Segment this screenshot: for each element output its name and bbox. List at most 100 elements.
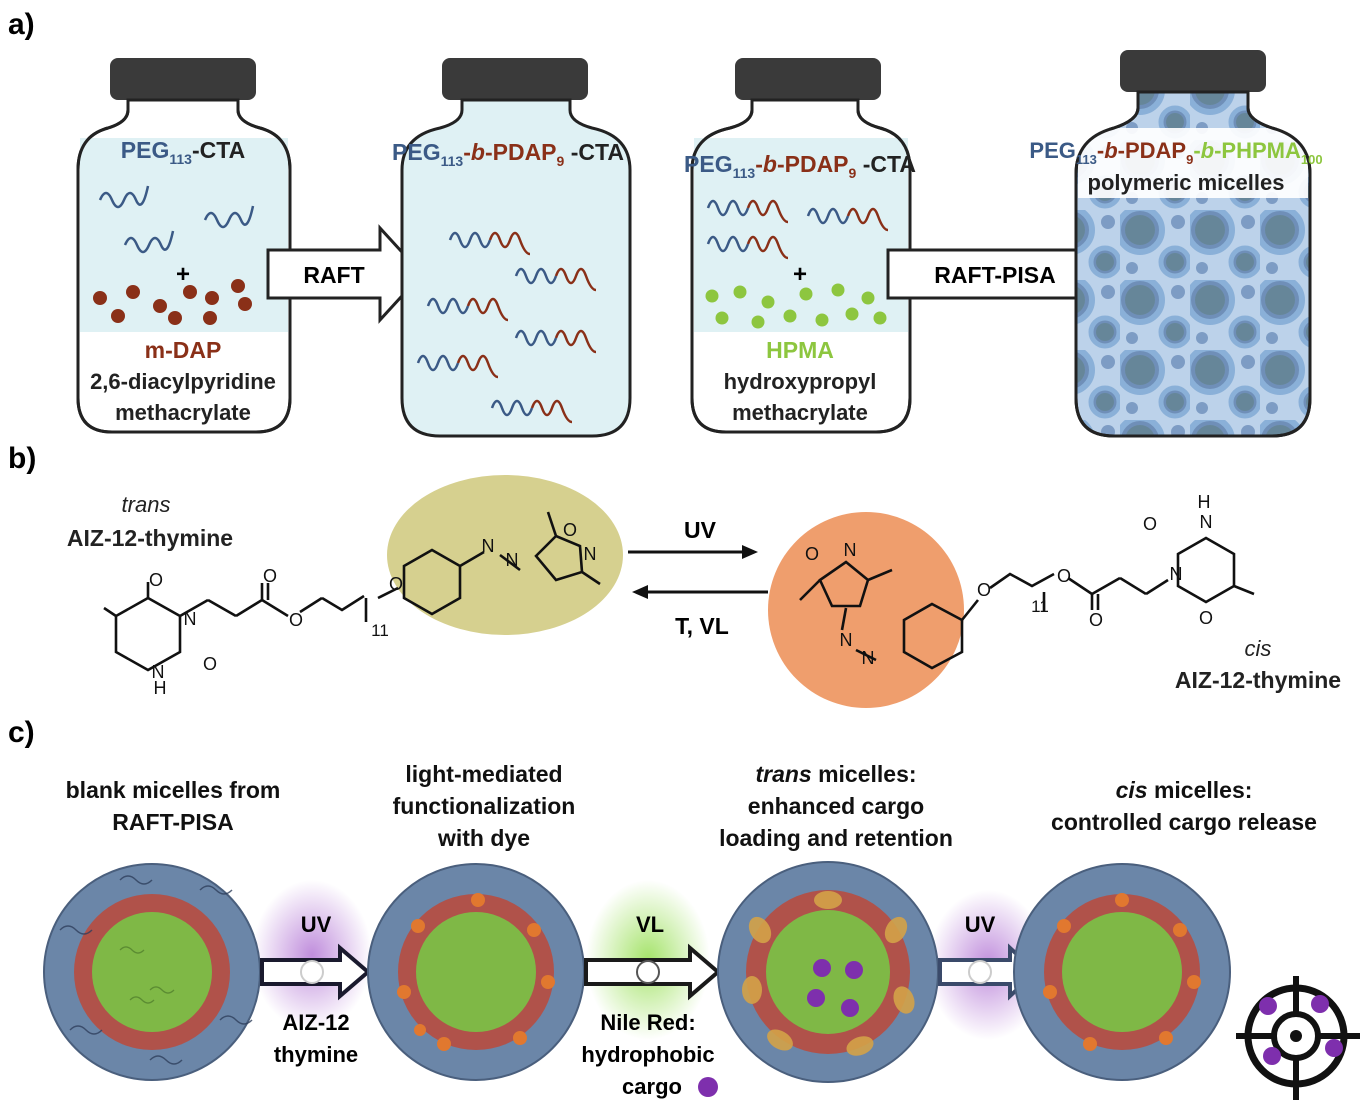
jar4-title: PEG113-b-PDAP9-b-PHPMA100 bbox=[1029, 138, 1322, 167]
jar-solution bbox=[80, 138, 288, 332]
step2-line2: functionalization bbox=[393, 793, 576, 819]
cis-structure bbox=[799, 536, 1255, 670]
arrow2-bottom-line2: hydrophobic bbox=[581, 1042, 714, 1067]
atom-o: O bbox=[563, 520, 577, 540]
arrow-vl-loading: VL Nile Red: hydrophobic cargo bbox=[581, 912, 722, 1099]
atom-o: O bbox=[977, 580, 991, 600]
atom-h: H bbox=[154, 678, 167, 698]
atom-h: H bbox=[1198, 492, 1211, 512]
micelle-trans-loaded bbox=[717, 861, 939, 1083]
atom-n: N bbox=[1170, 564, 1183, 584]
micelle-cis bbox=[1013, 863, 1231, 1081]
atom-n: N bbox=[184, 609, 197, 629]
mdap-monomers bbox=[93, 279, 252, 325]
atom-o: O bbox=[263, 566, 277, 586]
hpma-monomers bbox=[705, 283, 887, 329]
micelle-functionalized bbox=[367, 863, 585, 1081]
mdap-desc-1: 2,6-diacylpyridine bbox=[90, 369, 276, 394]
pdap-chains bbox=[706, 199, 889, 260]
jar-1: PEG113-CTA + m-DAP 2,6-diacylpyridine me… bbox=[76, 58, 292, 434]
plus-sign: + bbox=[793, 261, 807, 288]
step3-line3: loading and retention bbox=[719, 825, 953, 851]
arrow2-bottom-line3: cargo bbox=[622, 1074, 682, 1099]
arrow2-top-label: VL bbox=[636, 912, 664, 937]
raft-pisa-arrow: RAFT-PISA bbox=[886, 224, 1127, 324]
raft-pisa-label: RAFT-PISA bbox=[934, 262, 1055, 288]
atom-o: O bbox=[289, 610, 303, 630]
arrow1-bottom-line1: AIZ-12 bbox=[282, 1010, 349, 1035]
atom-o: O bbox=[1199, 608, 1213, 628]
jar-4: PEG113-b-PDAP9-b-PHPMA100 polymeric mice… bbox=[1029, 50, 1323, 438]
hpma-desc-2: methacrylate bbox=[732, 400, 868, 425]
target-icon bbox=[1236, 976, 1360, 1100]
arrow3-top-label: UV bbox=[965, 912, 996, 937]
cis-label-italic: cis bbox=[1245, 636, 1272, 661]
atom-n: N bbox=[1200, 512, 1213, 532]
step2-line1: light-mediated bbox=[405, 761, 562, 787]
jar-2: PEG113-b-PDAP9 -CTA bbox=[392, 58, 632, 438]
tvl-reverse-label: T, VL bbox=[675, 613, 729, 639]
atom-n: N bbox=[506, 550, 519, 570]
jar2-title: PEG113-b-PDAP9 -CTA bbox=[392, 139, 624, 169]
lightbulb-icon bbox=[300, 960, 324, 984]
jar-cap bbox=[442, 58, 588, 100]
atom-n: N bbox=[482, 536, 495, 556]
atom-n: N bbox=[152, 662, 165, 682]
nile-red-cargo bbox=[807, 959, 863, 1017]
trans-label-italic: trans bbox=[122, 492, 171, 517]
jar-cap bbox=[110, 58, 256, 100]
atom-o: O bbox=[203, 654, 217, 674]
jar-cap bbox=[1120, 50, 1266, 92]
repeat-11: 11 bbox=[1031, 597, 1049, 616]
hpma-label: HPMA bbox=[766, 337, 834, 363]
cargo-dot-icon bbox=[698, 1077, 718, 1097]
step2-line3: with dye bbox=[437, 825, 530, 851]
hpma-desc-1: hydroxypropyl bbox=[724, 369, 877, 394]
arrow2-bottom-line1: Nile Red: bbox=[600, 1010, 695, 1035]
jar3-title: PEG113-b-PDAP9 -CTA bbox=[684, 151, 916, 181]
micelle-blank bbox=[43, 863, 261, 1081]
jar-body bbox=[400, 98, 632, 438]
jar1-title: PEG113-CTA bbox=[121, 137, 245, 167]
step3-line1: trans micelles: bbox=[755, 761, 916, 787]
step1-line2: RAFT-PISA bbox=[112, 809, 233, 835]
panel-label-a: a) bbox=[8, 8, 35, 41]
panel-label-c: c) bbox=[8, 716, 35, 749]
step4-line2: controlled cargo release bbox=[1051, 809, 1317, 835]
atom-o: O bbox=[149, 570, 163, 590]
step1-line1: blank micelles from bbox=[66, 777, 281, 803]
atom-o: O bbox=[1057, 566, 1071, 586]
dye-spots bbox=[1043, 893, 1201, 1051]
jar-solution bbox=[694, 138, 908, 332]
step-captions: blank micelles from RAFT-PISA light-medi… bbox=[66, 761, 1317, 851]
atom-n: N bbox=[840, 630, 853, 650]
trans-structure bbox=[103, 511, 601, 672]
pdap-chains bbox=[416, 231, 597, 424]
atom-n: N bbox=[844, 540, 857, 560]
trans-isomer: trans AIZ-12-thymine O N O bbox=[67, 475, 623, 698]
atom-o: O bbox=[389, 574, 403, 594]
jar-cap bbox=[735, 58, 881, 100]
arrow1-top-label: UV bbox=[301, 912, 332, 937]
repeat-11: 11 bbox=[371, 621, 389, 640]
peg-chains bbox=[98, 185, 255, 254]
panel-label-b: b) bbox=[8, 442, 36, 475]
atom-o: O bbox=[805, 544, 819, 564]
dye-spots bbox=[397, 893, 555, 1051]
arrow1-bottom-line2: thymine bbox=[274, 1042, 358, 1067]
jar4-subtitle: polymeric micelles bbox=[1088, 170, 1285, 195]
atom-o: O bbox=[1143, 514, 1157, 534]
cis-isomer: O N N N O 11 O O N O N H O cis AIZ-12-th… bbox=[768, 492, 1341, 708]
cis-azo-highlight bbox=[768, 512, 964, 708]
raft-label: RAFT bbox=[303, 262, 364, 288]
trans-azo-highlight bbox=[387, 475, 623, 635]
atom-o: O bbox=[1089, 610, 1103, 630]
step3-line2: enhanced cargo bbox=[748, 793, 924, 819]
mdap-desc-2: methacrylate bbox=[115, 400, 251, 425]
isomerization-arrows: UV T, VL bbox=[628, 517, 768, 639]
uv-glow bbox=[252, 880, 372, 1030]
trans-dye-ellipses bbox=[742, 891, 915, 1056]
cis-name: AIZ-12-thymine bbox=[1175, 667, 1341, 693]
lightbulb-icon bbox=[968, 960, 992, 984]
